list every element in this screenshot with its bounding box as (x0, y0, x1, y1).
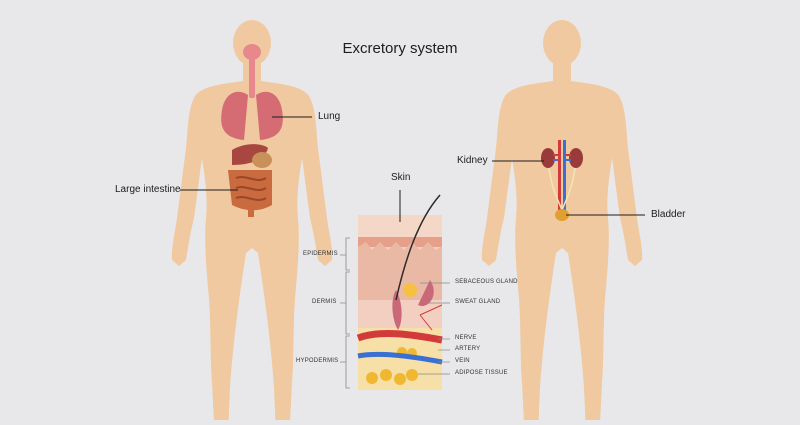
label-lung: Lung (318, 111, 341, 122)
label-large-intestine: Large intestine (115, 184, 181, 195)
label-dermis: DERMIS (312, 299, 337, 305)
label-adipose-tissue: ADIPOSE TISSUE (455, 370, 508, 376)
respiratory-tract (243, 44, 261, 98)
label-sebaceous-gland: SEBACEOUS GLAND (455, 279, 518, 285)
lungs (221, 91, 283, 140)
label-bladder: Bladder (651, 209, 686, 220)
skin-cross-section (356, 194, 443, 390)
diagram-title: Excretory system (342, 40, 458, 57)
intestines (228, 170, 272, 217)
label-sweat-gland: SWEAT GLAND (455, 299, 501, 305)
kidneys (541, 148, 583, 168)
label-skin: Skin (391, 172, 411, 183)
label-artery: ARTERY (455, 346, 481, 352)
stomach (252, 152, 272, 168)
label-epidermis: EPIDERMIS (303, 251, 338, 257)
label-nerve: NERVE (455, 335, 477, 341)
skin-part-leaders (418, 282, 450, 375)
bladder (555, 209, 569, 221)
label-kidney: Kidney (457, 155, 488, 166)
blood-vessels (553, 140, 571, 220)
liver (232, 144, 268, 165)
label-hypodermis: HYPODERMIS (296, 358, 339, 364)
leader-lines (180, 116, 645, 222)
layer-brackets (340, 237, 350, 389)
ureters (548, 167, 576, 211)
label-vein: VEIN (455, 358, 470, 364)
